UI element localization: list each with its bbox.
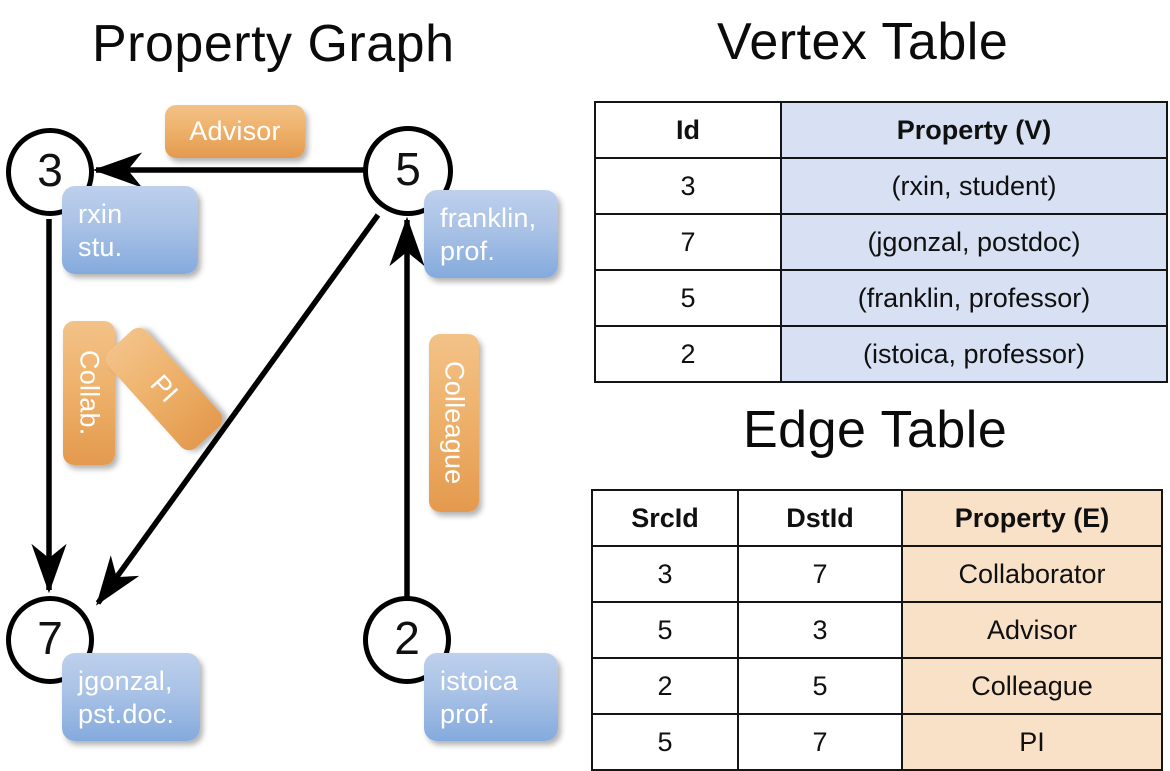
vertex-table: Id Property (V) 3 (rxin, student) 7 (jgo… — [594, 101, 1168, 383]
node-property-callout-rxin[interactable]: rxin stu. — [62, 186, 198, 274]
edge-cell-srcid: 3 — [591, 545, 739, 603]
edge-cell-property: Collaborator — [901, 545, 1163, 603]
node-property-rxin-line1: rxin — [78, 199, 123, 229]
node-property-rxin-line2: stu. — [78, 231, 123, 262]
edge-label-callout-collab[interactable]: Collab. — [63, 321, 115, 465]
vertex-cell-id: 7 — [594, 213, 782, 271]
edge-cell-dstid: 7 — [737, 713, 903, 771]
table-row[interactable]: 2 5 Colleague — [591, 657, 1163, 715]
vertex-cell-id: 5 — [594, 269, 782, 327]
edge-table-header-dstid: DstId — [737, 489, 903, 547]
vertex-table-header-id: Id — [594, 101, 782, 159]
edge-cell-property: Colleague — [901, 657, 1163, 715]
table-row[interactable]: 2 (istoica, professor) — [594, 325, 1168, 383]
table-header-row: Id Property (V) — [594, 101, 1168, 159]
edge-cell-dstid: 5 — [737, 657, 903, 715]
vertex-cell-id: 3 — [594, 157, 782, 215]
page-title-edge-table: Edge Table — [743, 401, 1008, 459]
vertex-table-header-property: Property (V) — [780, 101, 1168, 159]
edge-table-header-property: Property (E) — [901, 489, 1163, 547]
edge-label-collab-text: Collab. — [74, 350, 105, 436]
table-row[interactable]: 3 7 Collaborator — [591, 545, 1163, 603]
edge-label-pi-text: PI — [144, 368, 185, 409]
page-title-property-graph: Property Graph — [92, 15, 455, 73]
graph-node-3[interactable]: 3 — [6, 128, 94, 216]
edge-cell-property: PI — [901, 713, 1163, 771]
edge-cell-srcid: 5 — [591, 601, 739, 659]
edge-cell-srcid: 5 — [591, 713, 739, 771]
node-property-franklin-line2: prof. — [440, 235, 496, 266]
edge-table: SrcId DstId Property (E) 3 7 Collaborato… — [591, 489, 1163, 771]
page-title-vertex-table: Vertex Table — [717, 13, 1009, 71]
edge-cell-property: Advisor — [901, 601, 1163, 659]
vertex-cell-id: 2 — [594, 325, 782, 383]
node-property-franklin-line1: franklin, — [440, 203, 537, 233]
graph-node-2-label: 2 — [394, 612, 420, 664]
table-row[interactable]: 5 3 Advisor — [591, 601, 1163, 659]
edge-cell-dstid: 7 — [737, 545, 903, 603]
graph-node-7-label: 7 — [37, 612, 63, 664]
graph-node-5-label: 5 — [395, 143, 421, 195]
edge-arrow-pi — [95, 213, 381, 606]
vertex-cell-property: (istoica, professor) — [780, 325, 1168, 383]
table-header-row: SrcId DstId Property (E) — [591, 489, 1163, 547]
table-row[interactable]: 5 7 PI — [591, 713, 1163, 771]
edge-label-colleague-text: Colleague — [439, 361, 470, 485]
node-property-callout-jgonzal[interactable]: jgonzal, pst.doc. — [62, 653, 200, 741]
graph-node-5[interactable]: 5 — [363, 126, 453, 216]
edge-cell-srcid: 2 — [591, 657, 739, 715]
node-property-istoica-line2: prof. — [440, 698, 496, 729]
table-row[interactable]: 7 (jgonzal, postdoc) — [594, 213, 1168, 271]
edge-table-header-srcid: SrcId — [591, 489, 739, 547]
vertex-cell-property: (franklin, professor) — [780, 269, 1168, 327]
table-row[interactable]: 5 (franklin, professor) — [594, 269, 1168, 327]
vertex-cell-property: (jgonzal, postdoc) — [780, 213, 1168, 271]
node-property-callout-istoica[interactable]: istoica prof. — [424, 653, 558, 741]
edge-label-advisor-text: Advisor — [189, 116, 281, 146]
graph-node-3-label: 3 — [37, 144, 63, 196]
edge-label-callout-colleague[interactable]: Colleague — [429, 334, 479, 512]
node-property-istoica-line1: istoica — [440, 666, 518, 696]
table-row[interactable]: 3 (rxin, student) — [594, 157, 1168, 215]
node-property-jgonzal-line1: jgonzal, — [78, 666, 173, 696]
edge-cell-dstid: 3 — [737, 601, 903, 659]
node-property-callout-franklin[interactable]: franklin, prof. — [424, 190, 558, 278]
node-property-jgonzal-line2: pst.doc. — [78, 698, 175, 729]
vertex-cell-property: (rxin, student) — [780, 157, 1168, 215]
edge-label-callout-advisor[interactable]: Advisor — [165, 105, 305, 158]
